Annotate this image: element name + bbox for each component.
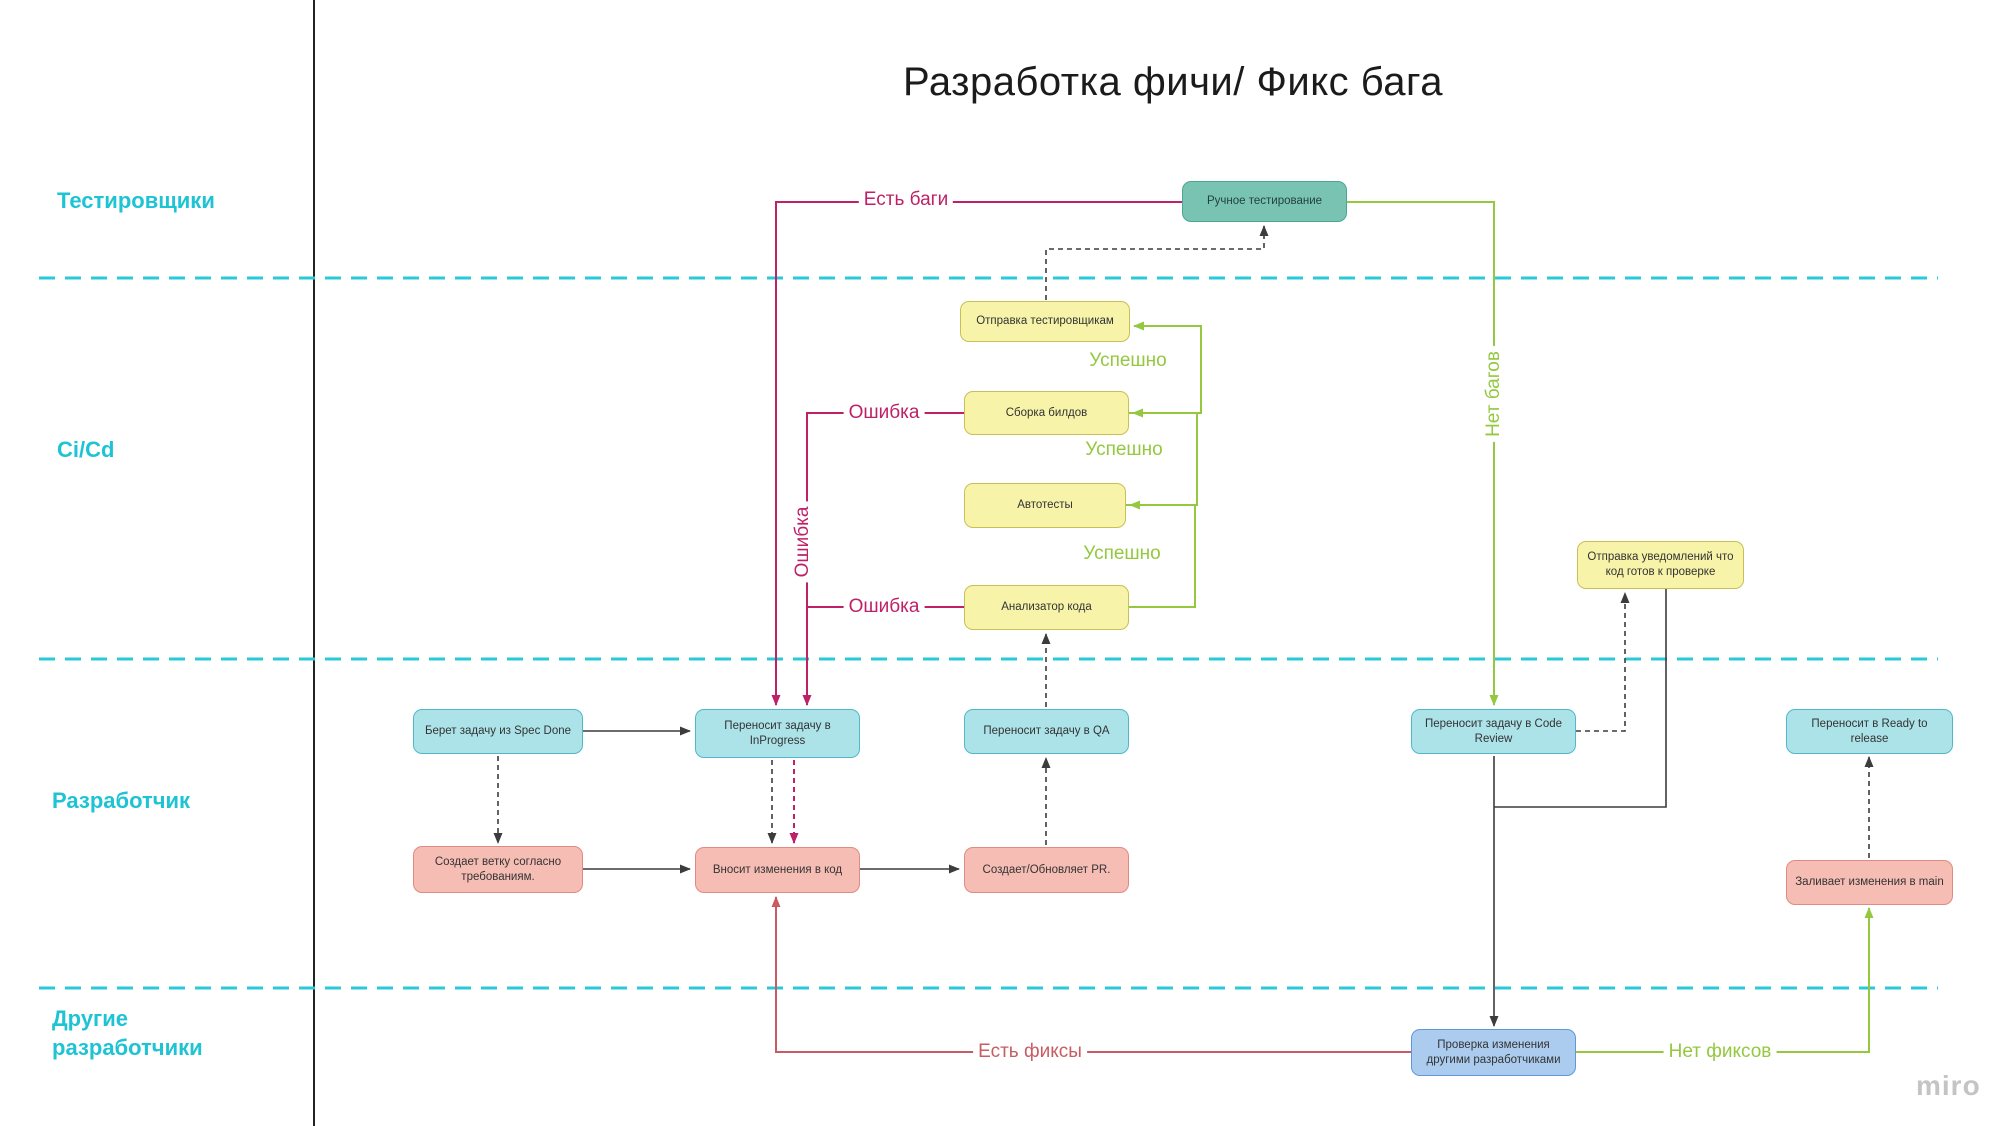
node-send-to-testers[interactable]: Отправка тестировщикам bbox=[960, 301, 1130, 342]
node-edit-code[interactable]: Вносит изменения в код bbox=[695, 847, 860, 893]
edge-testers-to-manual-dashed bbox=[1045, 225, 1269, 300]
lane-label-developer: Разработчик bbox=[52, 788, 191, 813]
lane-label-cicd: Ci/Cd bbox=[57, 437, 115, 462]
edge-notify-to-review-elbow bbox=[1494, 589, 1667, 808]
lane-label-testers: Тестировщики bbox=[57, 188, 215, 213]
node-push-to-main[interactable]: Заливает изменения в main bbox=[1786, 860, 1953, 905]
edge-label-success-2: Успешно bbox=[1080, 438, 1168, 462]
node-create-update-pr[interactable]: Создает/Обновляет PR. bbox=[964, 847, 1129, 893]
edge-success-analyzer-to-autotests bbox=[1129, 500, 1196, 608]
node-move-task-qa[interactable]: Переносит задачу в QA bbox=[964, 709, 1129, 754]
edge-label-error-build: Ошибка bbox=[843, 401, 925, 425]
node-build-assembly[interactable]: Сборка билдов bbox=[964, 391, 1129, 435]
node-notify-code-ready[interactable]: Отправка уведомлений что код готов к про… bbox=[1577, 541, 1744, 589]
edge-label-no-bugs: Нет багов bbox=[1482, 346, 1506, 442]
edge-label-error-vertical: Ошибка bbox=[791, 501, 815, 583]
edge-has-bugs-line bbox=[771, 201, 1182, 706]
node-create-branch[interactable]: Создает ветку согласно требованиям. bbox=[413, 846, 583, 893]
node-move-task-inprogress[interactable]: Переносит задачу в InProgress bbox=[695, 709, 860, 758]
node-take-task-spec-done[interactable]: Берет задачу из Spec Done bbox=[413, 709, 583, 754]
edge-label-has-fixes: Есть фиксы bbox=[973, 1040, 1087, 1064]
edge-label-has-bugs: Есть баги bbox=[858, 188, 954, 212]
edge-label-success-3: Успешно bbox=[1078, 542, 1166, 566]
node-manual-testing[interactable]: Ручное тестирование bbox=[1182, 181, 1347, 222]
node-peer-review[interactable]: Проверка изменения другими разработчикам… bbox=[1411, 1029, 1576, 1076]
edge-no-bugs-line bbox=[1347, 201, 1499, 706]
node-autotests[interactable]: Автотесты bbox=[964, 483, 1126, 528]
page-title: Разработка фичи/ Фикс бага bbox=[903, 60, 1443, 104]
edge-label-no-fixes: Нет фиксов bbox=[1663, 1040, 1777, 1064]
edge-no-fixes-line bbox=[1576, 907, 1874, 1053]
node-code-analyzer[interactable]: Анализатор кода bbox=[964, 585, 1129, 630]
lane-label-other-devs: Другие разработчики bbox=[52, 1006, 203, 1060]
edge-error-build-line bbox=[802, 412, 964, 706]
edge-label-success-1: Успешно bbox=[1084, 349, 1172, 373]
edge-label-error-analyzer: Ошибка bbox=[843, 595, 925, 619]
node-move-ready-to-release[interactable]: Переносит в Ready to release bbox=[1786, 709, 1953, 754]
edge-has-fixes-line bbox=[771, 896, 1411, 1053]
edge-codereview-to-notify-dashed bbox=[1576, 592, 1630, 732]
node-move-task-code-review[interactable]: Переносит задачу в Code Review bbox=[1411, 709, 1576, 754]
miro-watermark[interactable]: miro bbox=[1916, 1070, 1981, 1101]
